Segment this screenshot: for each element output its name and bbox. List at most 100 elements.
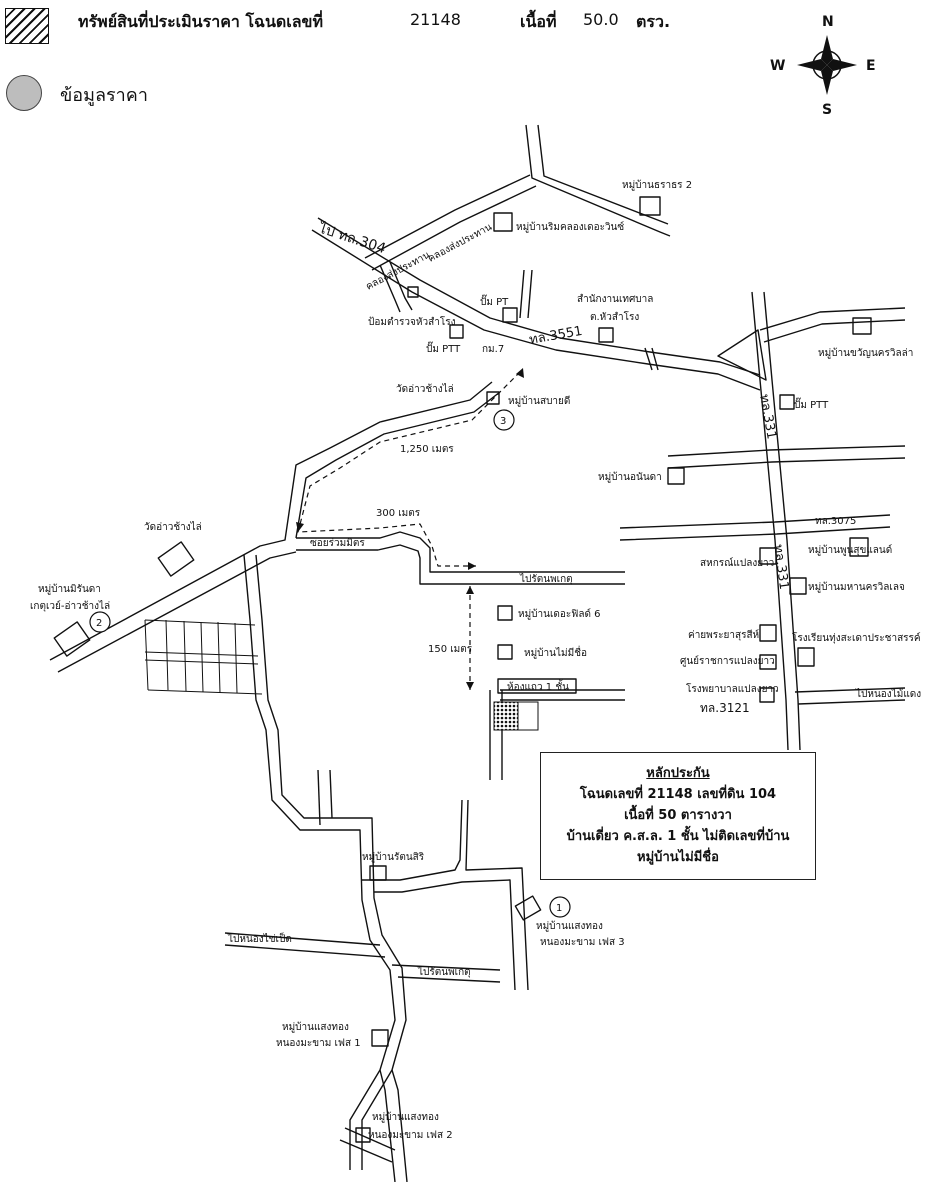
bldg-pump-pt [502, 307, 518, 323]
bldg-noname [497, 644, 513, 660]
label-camp: ค่ายพระยาสุรสีห์ [688, 629, 759, 641]
subject-label: ทรัพย์สินที่ประเมินราคา โฉนดเลขที่ [78, 12, 324, 31]
label-pump-ptt-2: ปั๊ม PTT [794, 397, 829, 411]
road-label-to-rattanaphet-2: ไปรัตนพเกตุ [417, 966, 471, 978]
route-arrow-east [468, 562, 476, 570]
spur-2 [329, 769, 333, 819]
bldg-municipal [598, 327, 614, 343]
bldg-sabaidee [486, 391, 500, 405]
label-sabaidee: หมู่บ้านสบายดี [508, 395, 570, 407]
collateral-title: หลักประกัน [646, 766, 710, 781]
label-saengthong-2a: หมู่บ้านแสงทอง [282, 1021, 349, 1033]
subject-property-parcel [493, 701, 519, 731]
bldg-mirinda [53, 621, 91, 657]
road-cross-south [362, 799, 529, 991]
compass-e: E [866, 58, 876, 74]
route-dashed [297, 371, 521, 690]
label-school: โรงเรียนทุ่งสะเดาประชาสรรค์ [792, 631, 921, 644]
price-data-label: ข้อมูลราคา [60, 85, 148, 106]
compass-s: S [822, 102, 832, 118]
label-saengthong-1a: หมู่บ้านแสงทอง [536, 920, 603, 932]
label-sahakorn: สหกรณ์แปลงยาว [700, 557, 774, 569]
label-field6: หมู่บ้านเดอะฟิลด์ 6 [518, 608, 601, 620]
label-townhouse: ห้องแถว 1 ชั้น [507, 679, 569, 693]
road-triangle-junction [717, 329, 767, 381]
road-label-331-b: ทล.331 [770, 543, 791, 590]
bldg-saengthong-2 [371, 1029, 389, 1047]
road-label-3121: ทล.3121 [700, 701, 750, 715]
label-wat-2: วัดอ่าวช้างไล่ [144, 521, 202, 533]
road-label-331-a: ทล.331 [756, 393, 779, 440]
road-label-3551: ทล.3551 [528, 324, 584, 348]
bldg-saengthong-3 [355, 1127, 371, 1143]
compass-rose-icon: N S E W [770, 14, 876, 118]
label-rimklong: หมู่บ้านริมคลองเดอะวินซ์ [516, 221, 624, 233]
road-label-to-rattanaphet-1: ไปรัตนพเกตุ [519, 573, 573, 585]
road-cross-right-2 [619, 514, 891, 541]
label-municipal-1: สำนักงานเทศบาล [577, 294, 653, 305]
label-saengthong-2b: หนองมะขาม เฟส 1 [276, 1038, 361, 1049]
label-thararot2: หมู่บ้านธราธร 2 [622, 179, 692, 191]
area-label: เนื้อที่ [520, 12, 557, 31]
bldg-wat-2 [157, 541, 195, 577]
label-municipal-2: ต.หัวสำโรง [590, 310, 639, 323]
bldg-khwanchai [852, 317, 872, 335]
label-poonsuk: หมู่บ้านพูนสุขแลนด์ [808, 544, 892, 556]
label-police: ป้อมตำรวจหัวสำโรง [368, 315, 456, 328]
road-cross-right-3 [794, 687, 906, 705]
bldg-school [797, 647, 815, 667]
marker-3: 3 [500, 416, 506, 427]
bldg-pump-ptt-2 [779, 394, 795, 410]
marker-2-circle [89, 611, 111, 633]
compass-n: N [822, 14, 834, 30]
bldg-sahakorn [759, 547, 777, 565]
label-pump-pt: ปั๊ม PT [480, 294, 509, 308]
subject-neighbor-parcel [517, 701, 539, 731]
subject-property-swatch [5, 8, 49, 44]
price-data-circle-icon [6, 75, 42, 111]
road-label-km7: กม.7 [482, 344, 504, 355]
parcel-grid [144, 619, 263, 695]
road-cross-right-1 [667, 445, 906, 469]
bldg-hospital [759, 687, 775, 703]
road-south-main [243, 554, 407, 1170]
bldg-townhouse [497, 678, 577, 694]
label-saengthong-1b: หนองมะขาม เฟส 3 [540, 937, 625, 948]
area-value: 50.0 [583, 10, 619, 29]
road-label-to-304: ไป ทล.304 [316, 219, 388, 257]
road-klong-prawet [364, 124, 671, 271]
label-mirinda-2: เกตุเวย์-อ่าวช้างไล่ [30, 600, 110, 612]
road-to-nong-khai-pet [224, 932, 386, 958]
road-to-304 [311, 217, 761, 391]
compass-w: W [770, 58, 785, 74]
route-arrow-up [466, 586, 474, 594]
distance-300: 300 เมตร [376, 508, 421, 519]
road-label-nong-khai-pet: ไปหนองไข่เป็ด [227, 931, 292, 945]
label-pump-ptt-1: ปั๊ม PTT [426, 341, 461, 355]
road-to-rattanaphet-south [391, 964, 501, 983]
bldg-field6 [497, 605, 513, 621]
collateral-line-2: เนื้อที่ 50 ตารางวา [624, 808, 732, 823]
bldg-pump-ptt-1 [449, 324, 464, 339]
label-mirinda-1: หมู่บ้านมิรันดา [38, 583, 101, 595]
bldg-anankda [667, 467, 685, 485]
route-arrow-turn [296, 522, 304, 532]
road-label-soi-ruammit: ซอยร่วมมิตร [310, 538, 365, 549]
road-331 [751, 291, 801, 751]
label-gov-center: ศูนย์ราชการแปลงยาว [680, 655, 775, 667]
label-hospital: โรงพยาบาลแปลงยาว [686, 682, 779, 695]
collateral-line-1: โฉนดเลขที่ 21148 เลขที่ดิน 104 [579, 787, 777, 802]
label-ratsiri: หมู่บ้านรัตนสิริ [362, 851, 425, 863]
bldg-gov [759, 654, 777, 670]
collateral-info-box: หลักประกัน โฉนดเลขที่ 21148 เลขที่ดิน 10… [540, 752, 816, 880]
road-winding-main [49, 381, 501, 673]
label-khwanchai: หมู่บ้านขวัญนครวิลล่า [818, 347, 913, 359]
label-anankda: หมู่บ้านอนันดา [598, 471, 662, 483]
route-arrow-down [466, 682, 474, 690]
marker-2: 2 [96, 618, 102, 629]
collateral-line-3: บ้านเดี่ยว ค.ส.ล. 1 ชั้น ไม่ติดเลขที่บ้า… [566, 829, 790, 844]
label-saengthong-3a: หมู่บ้านแสงทอง [372, 1111, 439, 1123]
road-break-mark [644, 347, 659, 371]
road-klong-lower [379, 261, 413, 313]
